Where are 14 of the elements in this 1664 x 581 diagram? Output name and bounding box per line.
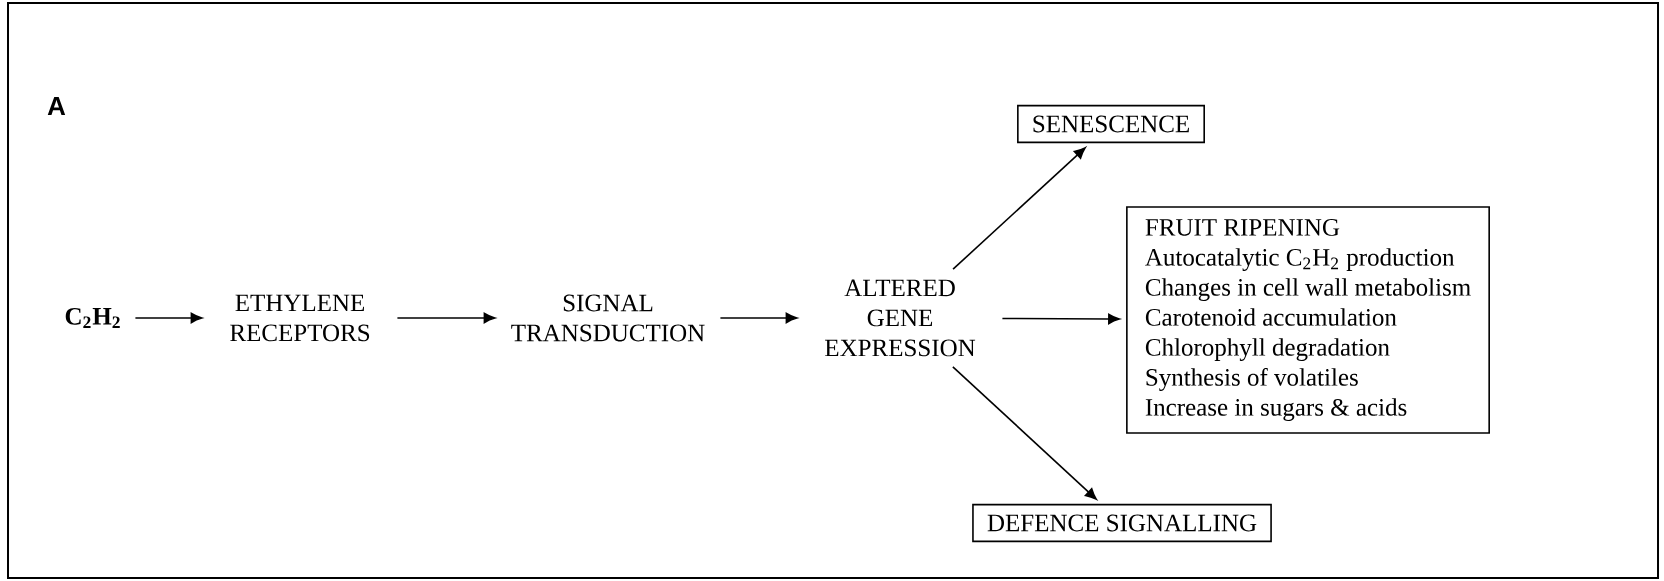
panel-letter: A	[47, 97, 66, 115]
step-text: ETHYLENE RECEPTORS	[230, 294, 370, 342]
outcome-box: FRUIT RIPENING Autocatalytic C$_{2}$H$_{2}$ production Changes in cell wall metabolism Carotenoid accumulation Chlorophyll degradation Synthesis of volatiles Increase in sugars & acids	[1126, 206, 1490, 434]
arrow	[719, 312, 798, 324]
step-text: SIGNAL TRANSDUCTION	[511, 294, 705, 342]
arrow	[134, 312, 203, 324]
arrow	[1001, 313, 1120, 325]
arrow	[396, 312, 496, 324]
arrow	[952, 366, 1097, 500]
step-text: C$_{2}$H$_{2}$	[65, 307, 120, 329]
outcome-box: DEFENCE SIGNALLING	[972, 503, 1272, 543]
outcome-box: SENESCENCE	[1017, 104, 1205, 144]
arrow	[952, 147, 1086, 270]
step-text: ALTERED GENE EXPRESSION	[825, 279, 976, 357]
